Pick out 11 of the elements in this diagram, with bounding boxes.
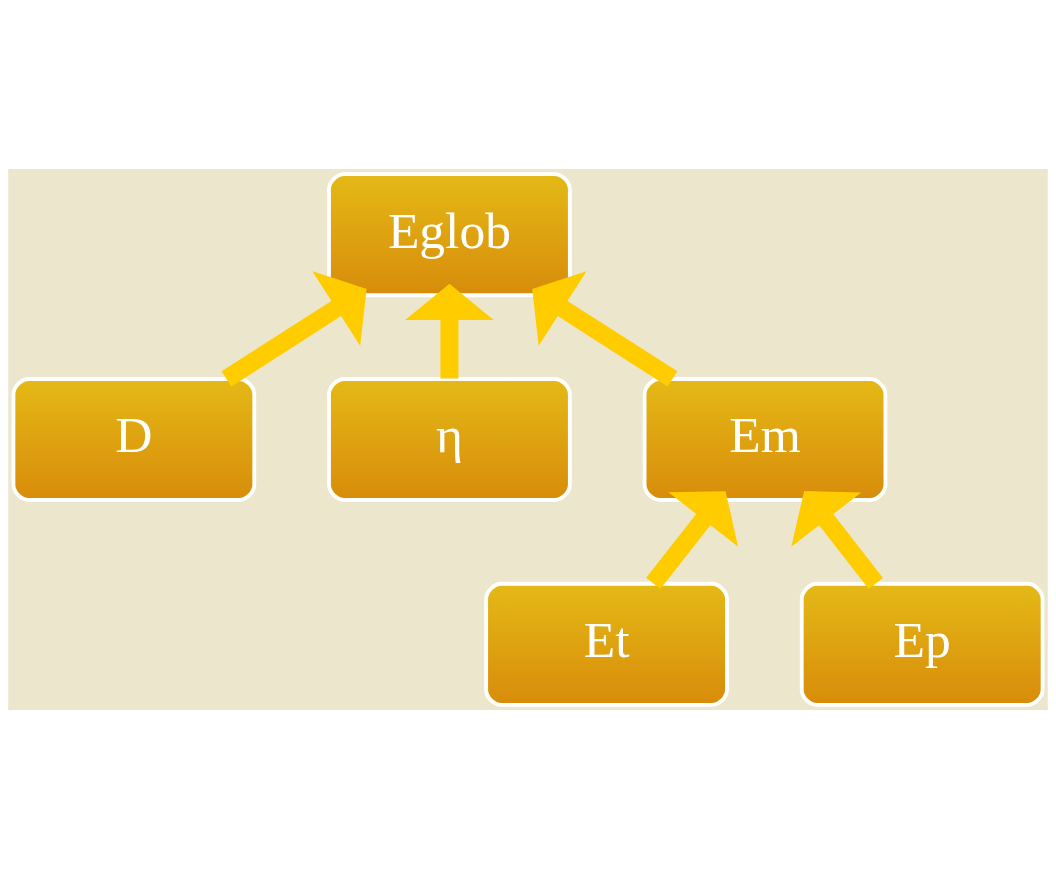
arrow bbox=[646, 491, 739, 589]
node-box: Em bbox=[642, 377, 888, 502]
node-box: η bbox=[327, 377, 572, 502]
node-box: Ep bbox=[799, 581, 1045, 707]
arrow bbox=[532, 271, 678, 387]
arrow bbox=[405, 283, 494, 379]
arrow bbox=[791, 491, 883, 589]
arrow bbox=[221, 271, 367, 387]
node-box: Et bbox=[484, 581, 729, 707]
node-box: D bbox=[11, 377, 257, 502]
node-box: Eglob bbox=[327, 172, 572, 298]
